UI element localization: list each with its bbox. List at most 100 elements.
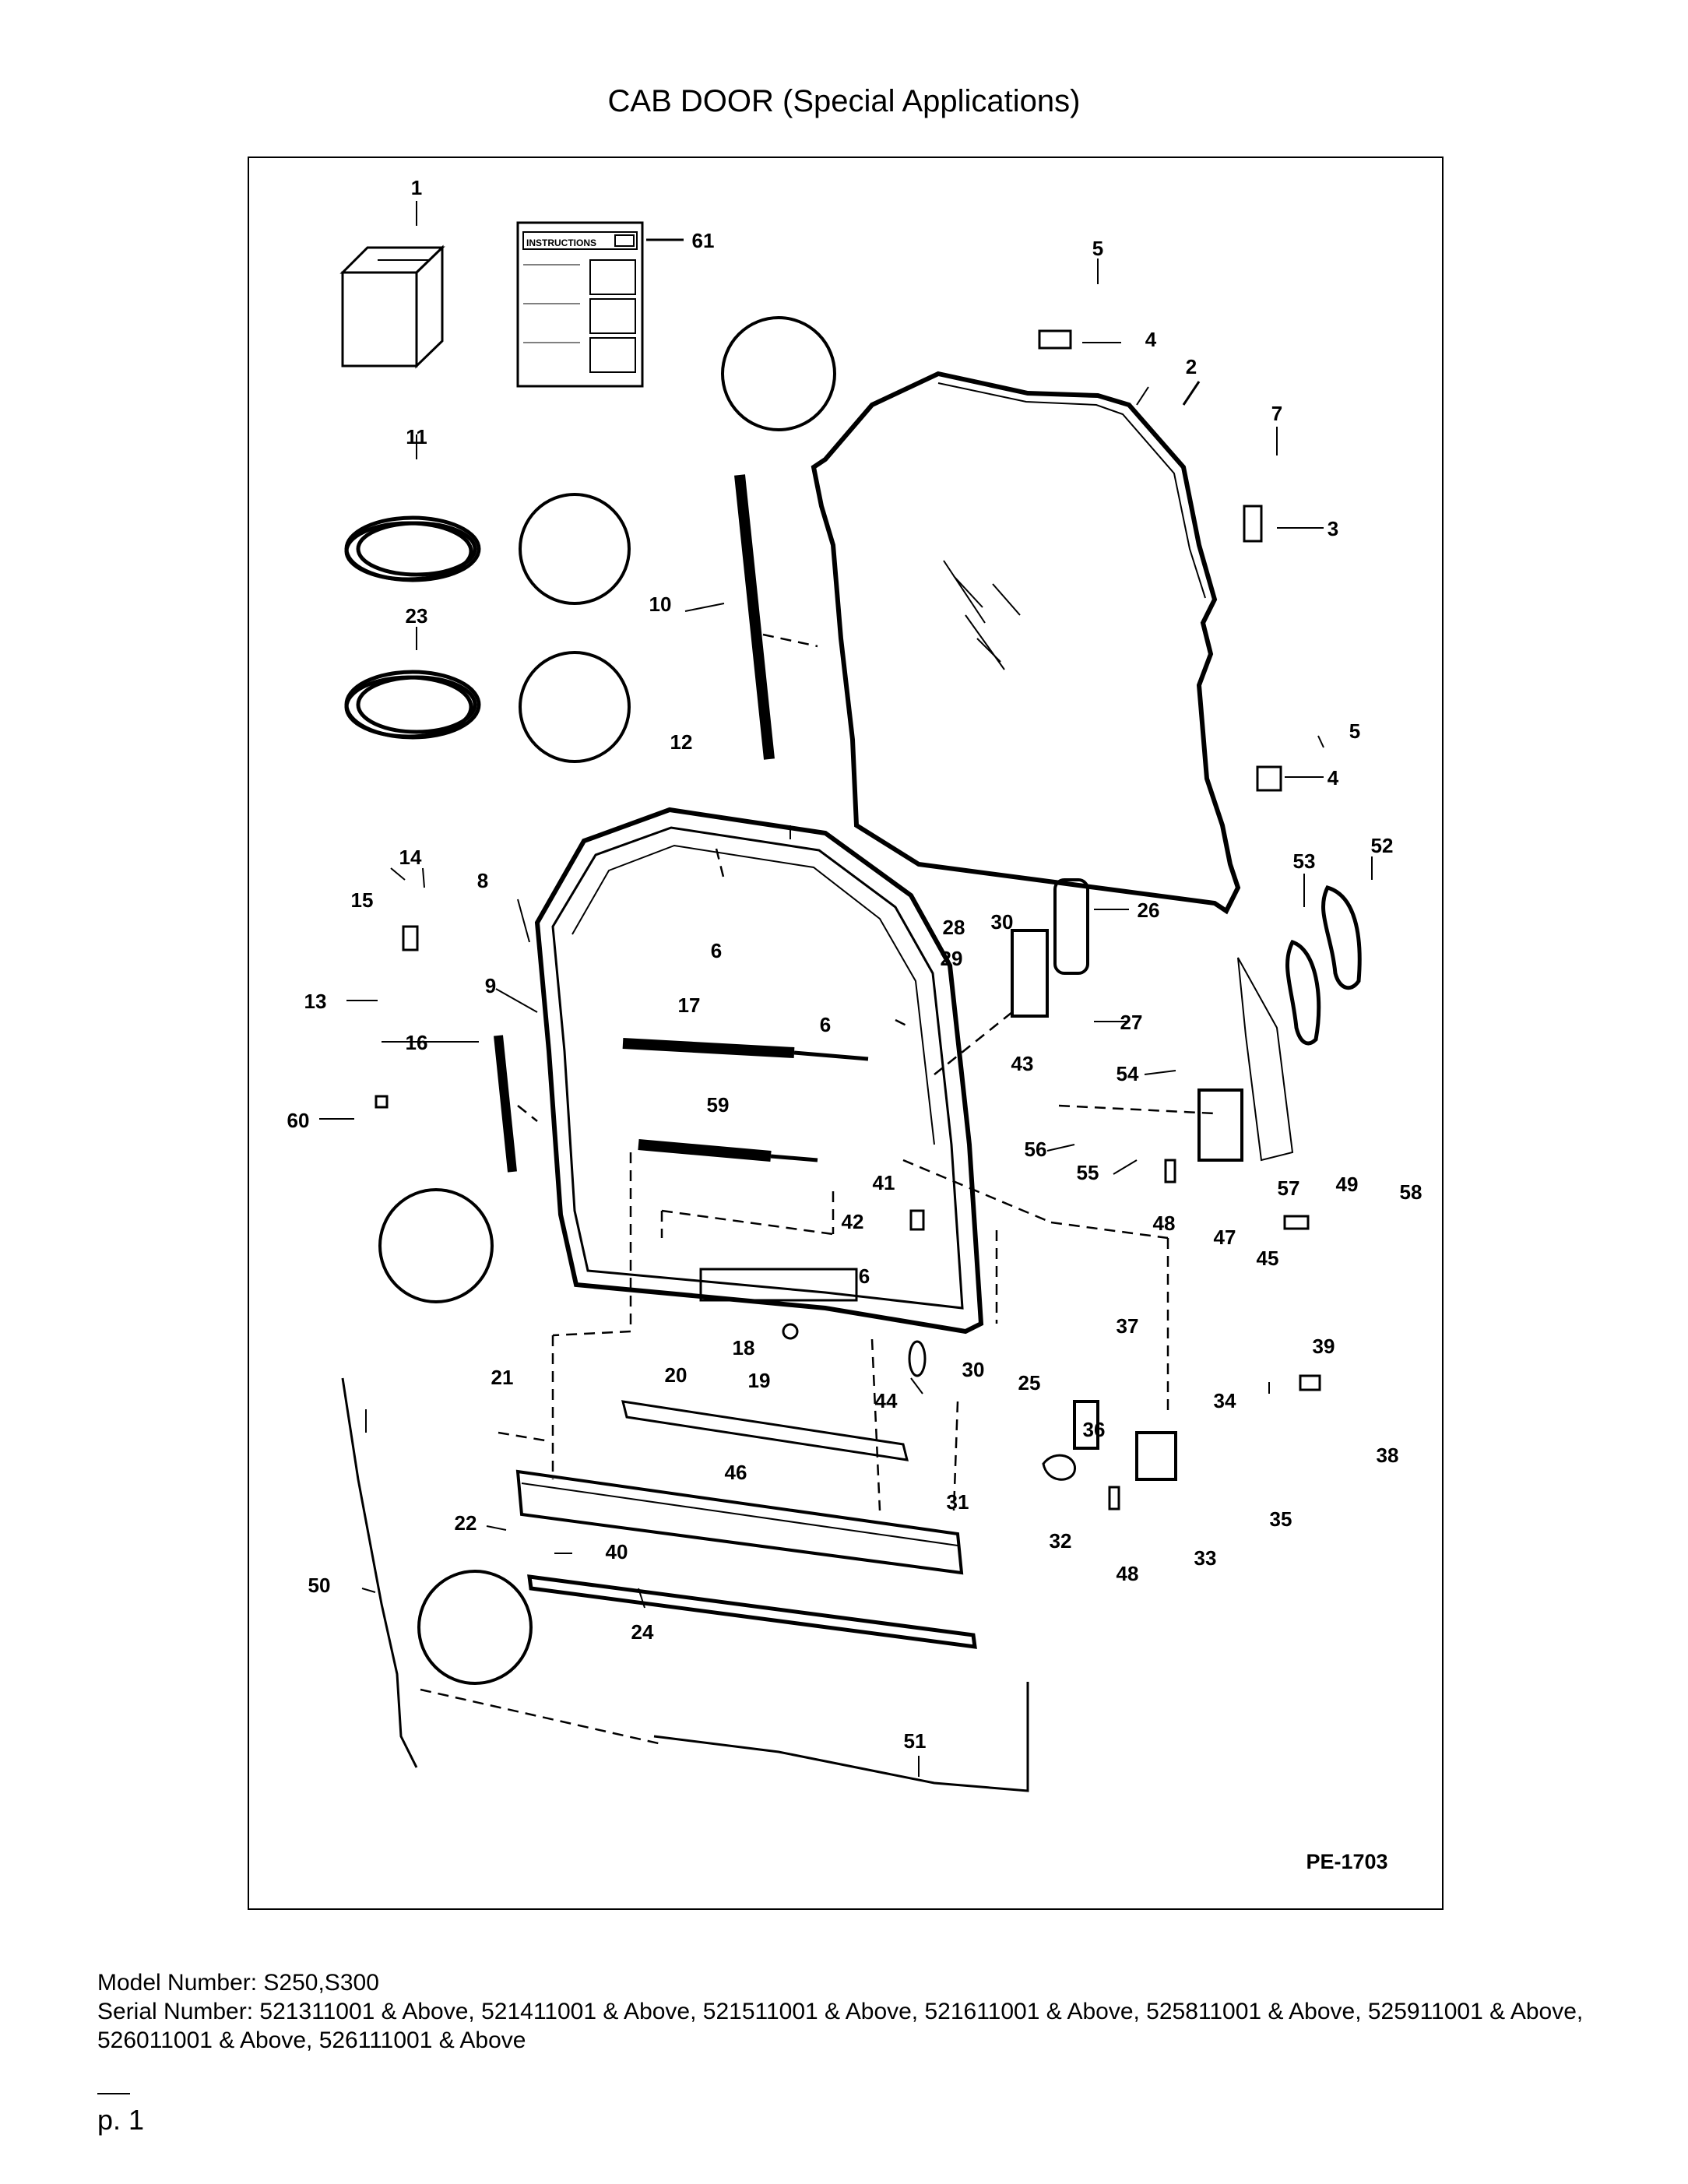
callout: 7: [1271, 402, 1282, 425]
part-clip: [375, 1095, 389, 1109]
callout: 28: [943, 916, 965, 939]
part-hinge-plate: [1243, 505, 1263, 543]
part-door-post: [1237, 957, 1294, 1162]
callout: 20: [665, 1363, 688, 1387]
footer: Model Number: S250,S300 Serial Number: 5…: [97, 1968, 1608, 2055]
part-bottom-rail: [515, 1469, 964, 1575]
callout: 6: [820, 1013, 831, 1036]
seal-profile-circle: [378, 316, 836, 1685]
part-handle: [1285, 939, 1321, 1046]
callout: 12: [670, 730, 693, 754]
callout: 56: [1025, 1138, 1047, 1161]
callout: 46: [725, 1461, 747, 1484]
part-gas-strut: [638, 1139, 772, 1162]
callout: 18: [733, 1336, 755, 1359]
callout: 32: [1050, 1529, 1072, 1553]
part-wire-harness: [653, 1682, 1029, 1792]
diagram-code: PE-1703: [1306, 1850, 1387, 1873]
page-number: p. 1: [97, 2104, 145, 2136]
callout: 59: [707, 1093, 730, 1117]
callout: 52: [1371, 834, 1394, 857]
callout: 58: [1400, 1180, 1422, 1204]
part-box: [339, 244, 445, 369]
part-clip: [909, 1209, 925, 1231]
callout: 35: [1270, 1507, 1292, 1531]
part-seal-strip: [494, 1035, 517, 1173]
callout: 5: [1349, 719, 1360, 743]
callout: 11: [406, 425, 427, 448]
callout: 26: [1138, 899, 1160, 922]
callout: 54: [1117, 1062, 1139, 1085]
part-door-frame: [534, 807, 984, 1335]
callout: 37: [1117, 1314, 1139, 1338]
part-seal-strip: [734, 474, 775, 760]
part-bracket: [1011, 929, 1049, 1018]
callout: 60: [287, 1109, 310, 1132]
part-hinge-plate: [1256, 765, 1282, 792]
callout: 36: [1083, 1418, 1106, 1441]
callout: 38: [1377, 1444, 1399, 1467]
callout: 30: [991, 910, 1014, 934]
part-grille-strip: [621, 1400, 909, 1461]
callout: 1: [411, 176, 422, 199]
callout: 53: [1293, 849, 1316, 873]
part-coiled-seal: [344, 670, 481, 740]
part-gas-strut-rod: [793, 1050, 869, 1061]
callout: 44: [875, 1389, 898, 1412]
callout: 39: [1313, 1335, 1335, 1358]
callout: 40: [606, 1540, 628, 1563]
callout: 31: [947, 1490, 969, 1514]
callout: 6: [711, 939, 722, 962]
callout: 23: [406, 604, 428, 628]
part-grommet: [782, 1323, 799, 1340]
callout: 19: [748, 1369, 771, 1392]
callout: 22: [455, 1511, 477, 1535]
part-instructions-sheet: [516, 221, 684, 388]
page-title: CAB DOOR (Special Applications): [607, 84, 1081, 118]
part-coiled-seal: [344, 515, 481, 582]
callout: 15: [351, 888, 374, 912]
callout: 24: [631, 1620, 654, 1644]
part-handle-bracket: [1053, 878, 1089, 975]
instructions-label: INSTRUCTIONS: [526, 237, 596, 248]
callout: 34: [1214, 1389, 1236, 1412]
leader-lines: [319, 201, 1373, 1777]
callout: 8: [477, 869, 488, 892]
callout: 48: [1117, 1562, 1139, 1585]
callout: 17: [678, 994, 701, 1017]
callout: 2: [1186, 355, 1197, 378]
callout: 13: [304, 990, 327, 1013]
callout: 57: [1278, 1176, 1300, 1200]
callout: 4: [1145, 328, 1157, 351]
diagram-frame: [248, 157, 1444, 1910]
callout: 48: [1153, 1212, 1176, 1235]
part-lever: [1042, 1454, 1076, 1481]
callout: 55: [1077, 1161, 1099, 1184]
callout: 47: [1214, 1226, 1236, 1249]
callout: 43: [1011, 1052, 1034, 1075]
assembly-lines: [420, 633, 1215, 1746]
callout: 49: [1336, 1173, 1359, 1196]
callout: 27: [1120, 1011, 1143, 1034]
callout: 4: [1328, 766, 1339, 790]
callout: 5: [1092, 237, 1103, 260]
part-bracket: [402, 925, 419, 951]
callout: 21: [491, 1366, 514, 1389]
callout: 9: [485, 974, 496, 997]
serial-numbers: Serial Number: 521311001 & Above, 521411…: [97, 1999, 1584, 2053]
callout: 51: [904, 1729, 927, 1753]
callout: 14: [399, 846, 422, 869]
callout: 6: [859, 1264, 870, 1288]
part-gas-strut: [622, 1038, 795, 1058]
callout: 3: [1328, 517, 1338, 540]
callout: 33: [1194, 1546, 1217, 1570]
callout: 16: [406, 1031, 428, 1054]
callout: 50: [308, 1574, 331, 1597]
callout: 61: [692, 229, 715, 252]
part-latch: [1135, 1431, 1177, 1481]
part-gas-strut-rod: [770, 1154, 818, 1162]
part-spring: [1108, 1486, 1120, 1511]
callout: 10: [649, 593, 672, 616]
part-rod-end: [1283, 1215, 1310, 1230]
